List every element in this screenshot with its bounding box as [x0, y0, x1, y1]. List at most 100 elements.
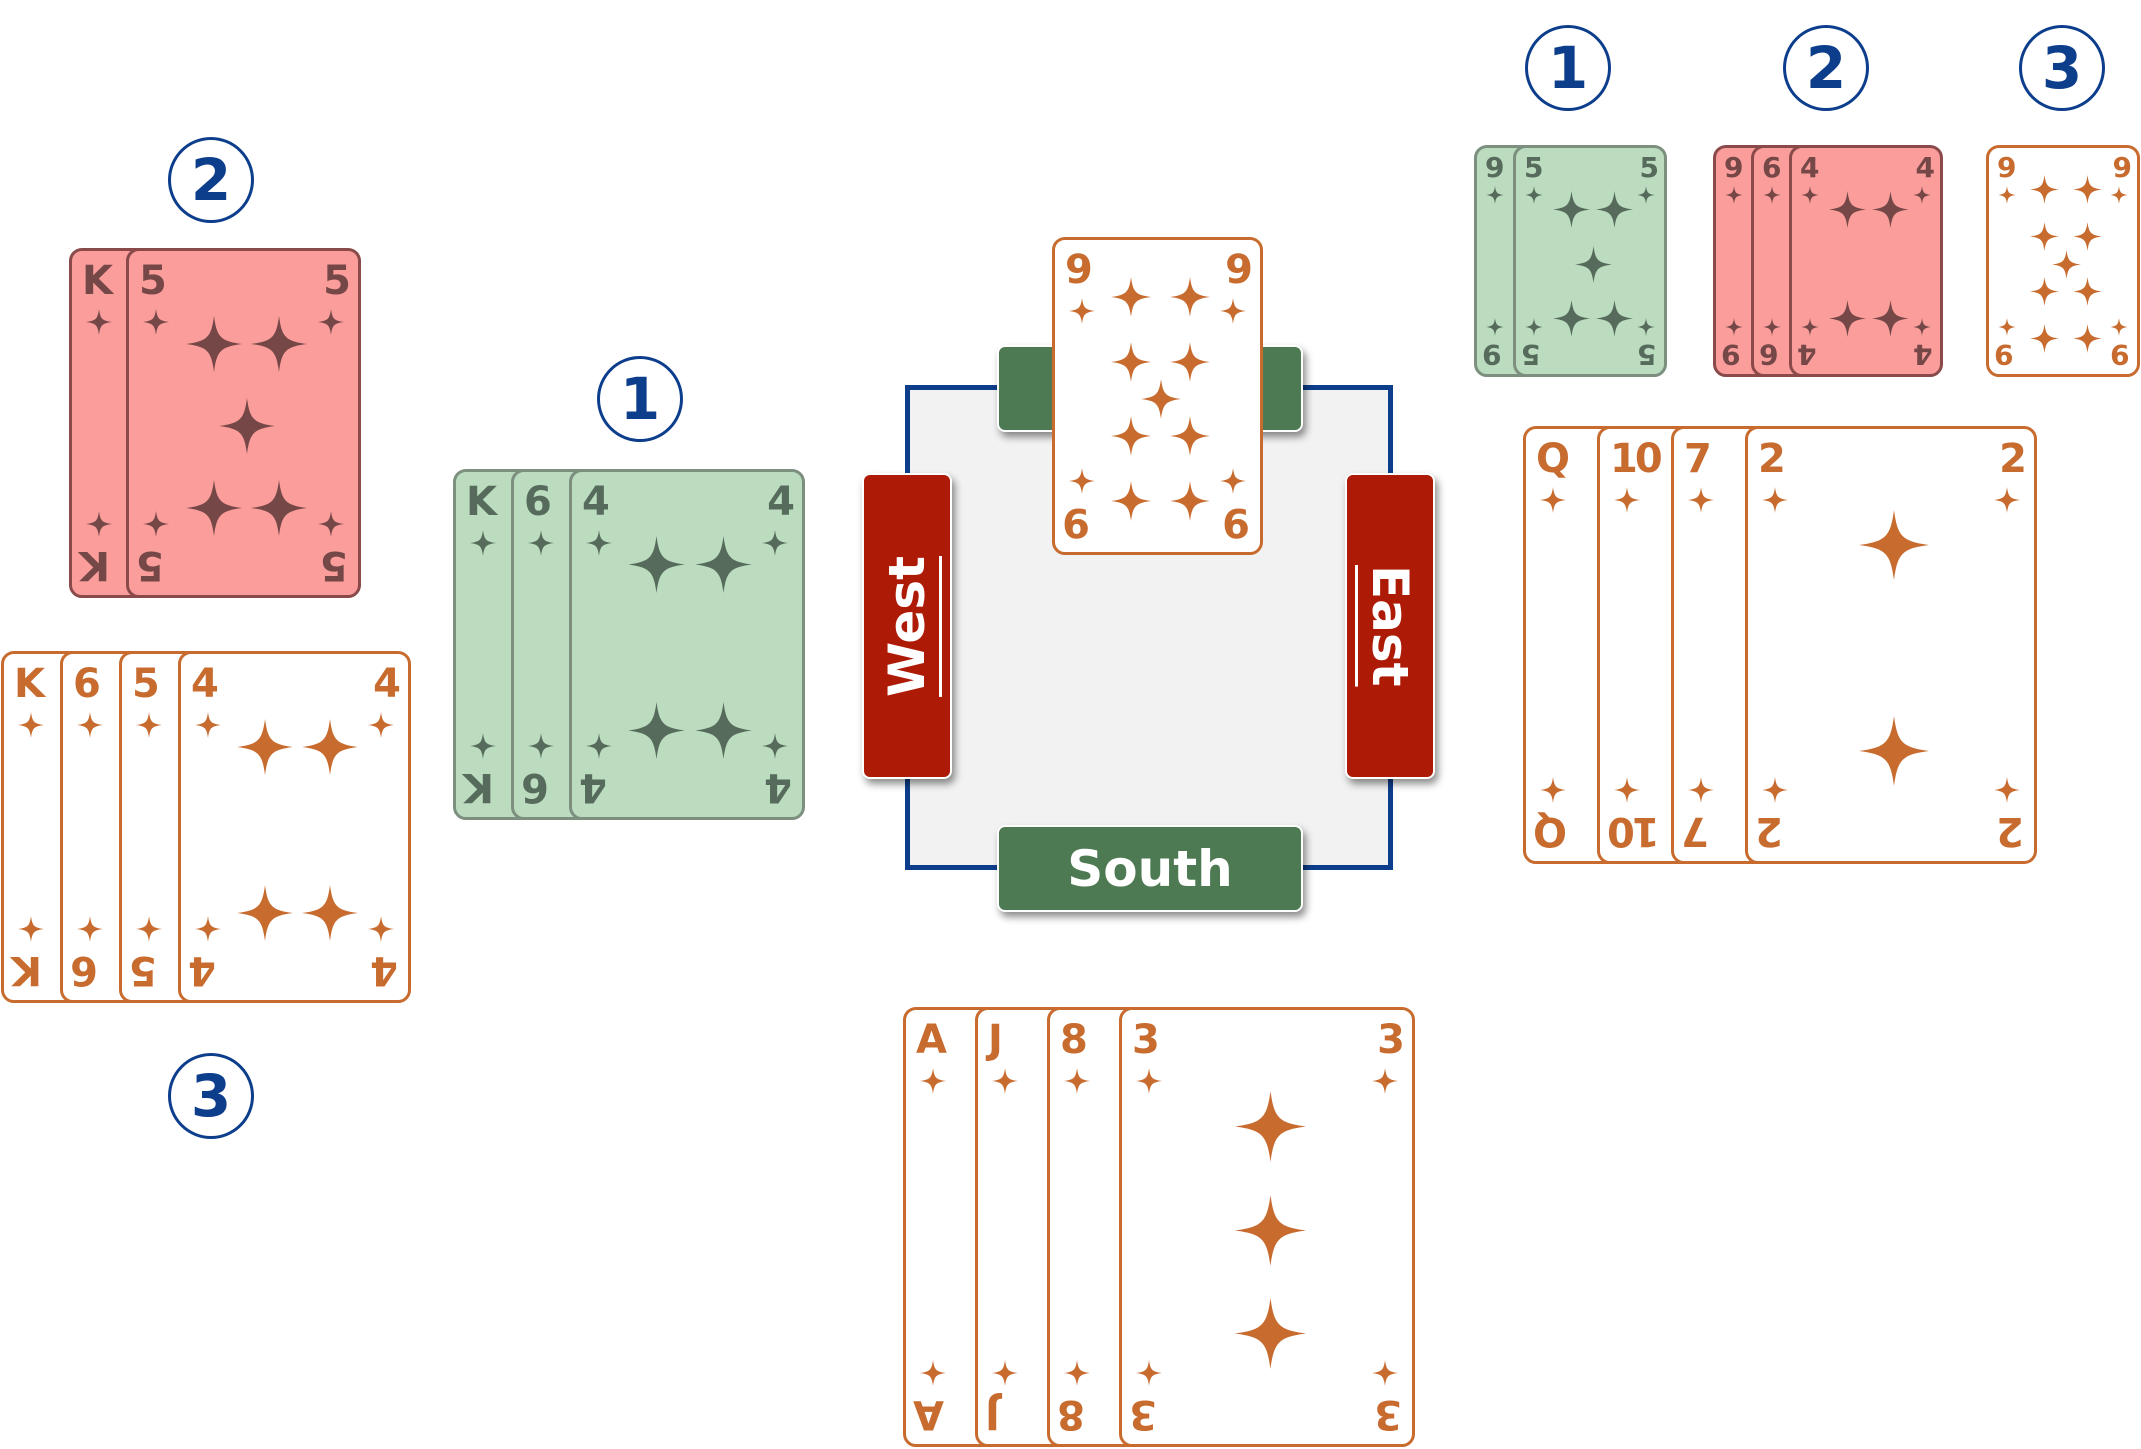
diamond-pip-icon [1574, 245, 1612, 283]
diamond-icon [368, 916, 394, 942]
diamond-icon [920, 1068, 946, 1094]
rank-label-inverted: 9 [1065, 499, 1090, 545]
diamond-icon [1913, 186, 1931, 204]
diamond-icon [1614, 487, 1640, 513]
diamond-pip-icon [2073, 222, 2103, 252]
trick-2-badge: 2 [168, 137, 254, 223]
diamond-icon [1725, 318, 1743, 336]
diamond-icon [992, 1360, 1018, 1386]
diamond-pip-icon [1872, 300, 1910, 338]
rank-label: 5 [132, 661, 160, 707]
rank-label-inverted: 5 [139, 542, 164, 588]
diamond-icon [1064, 1068, 1090, 1094]
rank-label: 4 [373, 661, 401, 707]
diamond-icon [470, 530, 496, 556]
diamond-pip-icon [302, 884, 359, 941]
diamond-icon [77, 916, 103, 942]
rank-label-inverted: 6 [73, 947, 98, 993]
rank-label: 3 [1377, 1017, 1405, 1063]
diamond-icon [528, 530, 554, 556]
diamond-icon [2110, 186, 2128, 204]
diamond-pip-icon [2051, 249, 2081, 279]
rank-label-inverted: 9 [1997, 338, 2014, 371]
diamond-icon [86, 309, 112, 335]
diamond-icon [762, 530, 788, 556]
rank-label: 9 [2112, 151, 2133, 184]
rank-label-inverted: 4 [1800, 338, 1817, 371]
rank-label-inverted: 7 [1684, 808, 1709, 854]
rank-label: 9 [1724, 151, 1744, 184]
rank-label: 2 [1999, 436, 2027, 482]
east-seat-label: East [1361, 565, 1419, 687]
diamond-icon [920, 1360, 946, 1386]
diamond-icon [18, 712, 44, 738]
diamond-icon [77, 712, 103, 738]
diamond-pip-icon [1872, 190, 1910, 228]
rank-label-inverted: 9 [1724, 338, 1741, 371]
diamond-pip-icon [2029, 276, 2059, 306]
diamond-icon [1998, 186, 2016, 204]
rank-label: K [82, 258, 113, 304]
diamond-icon [1540, 487, 1566, 513]
diamond-icon [136, 916, 162, 942]
diamond-pip-icon [2029, 222, 2059, 252]
rank-label-inverted: K [14, 947, 42, 993]
diamond-icon [1069, 298, 1095, 324]
diamond-icon [1486, 186, 1504, 204]
diamond-pip-icon [1110, 416, 1151, 457]
diamond-icon [1637, 318, 1655, 336]
diamond-icon [1913, 318, 1931, 336]
diamond-icon [1725, 186, 1743, 204]
diamond-pip-icon [1552, 190, 1590, 228]
rank-label: 4 [191, 661, 219, 707]
rank-label: 9 [1997, 151, 2017, 184]
trick-3-badge: 3 [168, 1053, 254, 1139]
diamond-icon [1801, 186, 1819, 204]
diamond-icon [1220, 468, 1246, 494]
diamond-icon [136, 712, 162, 738]
diamond-icon [368, 712, 394, 738]
rank-label-inverted: 8 [1060, 1391, 1085, 1437]
rank-label-inverted: 4 [373, 947, 398, 993]
diamond-pip-icon [236, 884, 293, 941]
diamond-icon [528, 733, 554, 759]
diamond-pip-icon [251, 315, 308, 372]
west-seat: West [862, 473, 952, 779]
rank-label-inverted: 9 [1225, 499, 1250, 545]
diamond-pip-icon [1170, 341, 1211, 382]
diamond-icon [86, 511, 112, 537]
diamond-icon [1540, 777, 1566, 803]
rank-label-inverted: J [988, 1391, 1000, 1437]
rank-label-inverted: 5 [323, 542, 348, 588]
diamond-pip-icon [1234, 1297, 1306, 1369]
diamond-icon [1994, 487, 2020, 513]
diamond-pip-icon [185, 315, 242, 372]
rank-label: 9 [1225, 247, 1253, 293]
diamond-pip-icon [1170, 480, 1211, 521]
diamond-pip-icon [1140, 379, 1181, 419]
diamond-pip-icon [1170, 416, 1211, 457]
diamond-pip-icon [1859, 716, 1929, 787]
diamond-pip-icon [1234, 1194, 1306, 1266]
rank-label-inverted: 2 [1999, 808, 2024, 854]
diamond-pip-icon [1110, 480, 1151, 521]
rank-label-inverted: 5 [1639, 338, 1656, 371]
east-trick-2-badge: 2 [1783, 25, 1869, 111]
diamond-icon [1220, 298, 1246, 324]
diamond-icon [1525, 186, 1543, 204]
diamond-icon [1614, 777, 1640, 803]
rank-label: 6 [73, 661, 101, 707]
diamond-pip-icon [1859, 509, 1929, 580]
diamond-pip-icon [1828, 300, 1866, 338]
diamond-pip-icon [236, 719, 293, 776]
rank-label-inverted: 9 [1485, 338, 1502, 371]
